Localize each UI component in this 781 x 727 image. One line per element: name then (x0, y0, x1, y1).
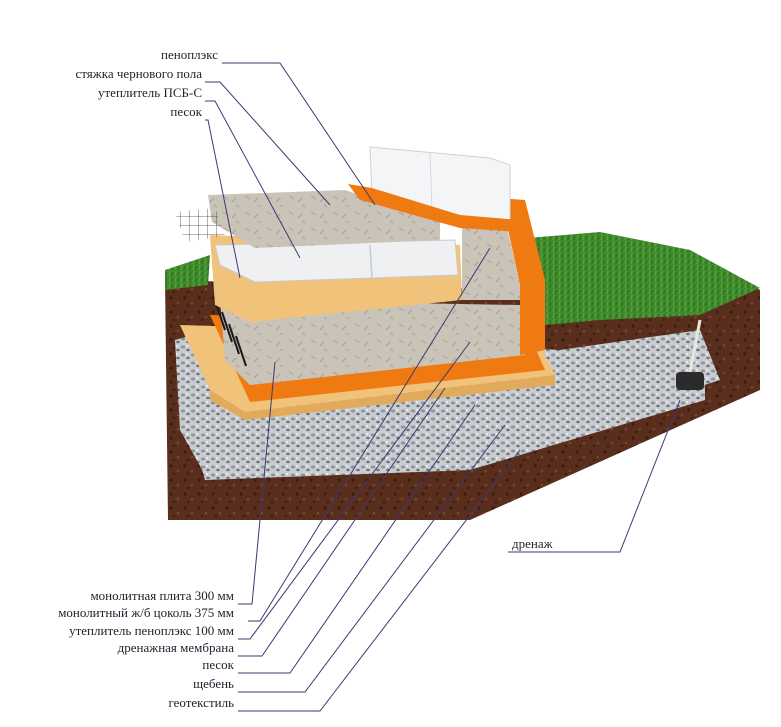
label-slab: монолитная плита 300 мм (90, 588, 234, 603)
grass-right (528, 232, 760, 325)
label-penoplex: пеноплэкс (161, 47, 218, 62)
label-sand_top: песок (170, 104, 202, 119)
leader-psb (205, 100, 301, 259)
leader-plinth (248, 247, 491, 622)
label-membrane: дренажная мембрана (118, 640, 235, 655)
leader-slab (238, 361, 276, 605)
monolithic-slab (220, 300, 525, 385)
leader-penoplex (222, 62, 376, 206)
rebar-mesh (175, 208, 225, 242)
grass-surface (165, 255, 210, 290)
sand-cushion-front (210, 375, 555, 420)
leader-drain (508, 399, 681, 553)
wall-insulation (348, 184, 520, 232)
label-screed: стяжка чернового пола (76, 66, 203, 81)
plinth-insulation (455, 195, 545, 355)
leader-insul100 (238, 341, 471, 640)
leader-membrane (238, 387, 446, 657)
psb-boards (214, 239, 459, 283)
leader-sand (238, 404, 476, 674)
leader-screed (205, 81, 331, 206)
label-gravel: щебень (193, 676, 234, 691)
label-psb: утеплитель ПСБ-С (98, 85, 202, 100)
label-drain: дренаж (512, 536, 554, 551)
leader-geotextile (238, 449, 521, 712)
label-plinth: монолитный ж/б цоколь 375 мм (58, 605, 234, 620)
leader-sand-top (205, 119, 241, 279)
drain-pipe-body (676, 372, 704, 390)
gravel-front (195, 385, 705, 480)
geotextile-edge (688, 319, 702, 373)
label-geotextile: геотекстиль (168, 695, 234, 710)
plinth (462, 215, 520, 300)
leader-lines (205, 62, 681, 712)
label-sand: песок (202, 657, 234, 672)
leader-gravel (238, 424, 506, 693)
label-insul100: утеплитель пеноплэкс 100 мм (69, 623, 234, 638)
